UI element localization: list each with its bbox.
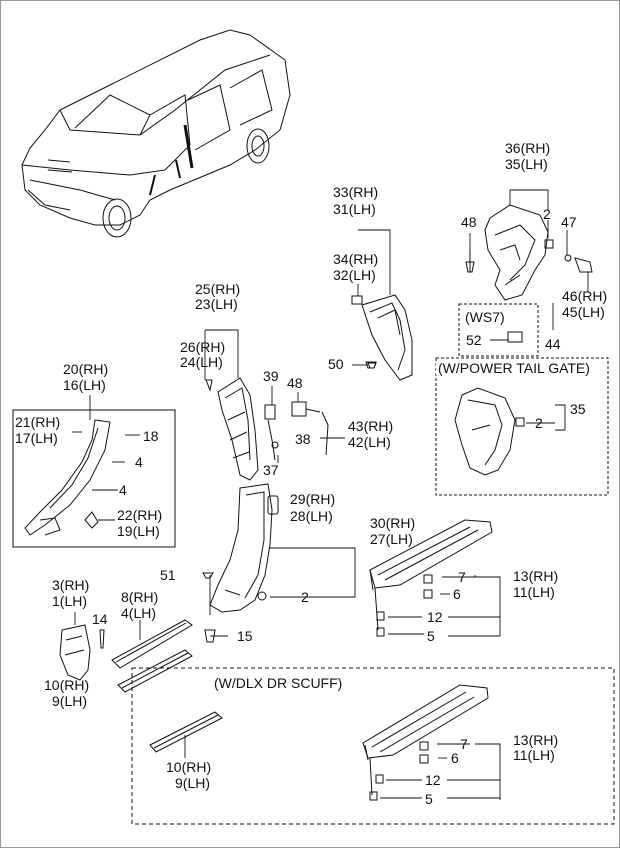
label-35-ptg: 35 [570,401,586,417]
label-4-a: 4 [135,454,143,470]
ws7-title: (WS7) [465,309,505,325]
part-front-scuff [111,619,193,693]
label-9-lower: 9(LH) [175,775,211,791]
dlx-scuff-title: (W/DLX DR SCUFF) [214,675,343,691]
label-51: 51 [160,567,176,583]
label-10-upper: 10(RH) [44,677,90,693]
dlx-scuff-box [131,667,615,825]
label-46: 46(RH) [562,288,608,304]
label-15: 15 [237,628,253,644]
leader-lines-33 [352,229,391,366]
label-1: 1(LH) [52,593,88,609]
label-31: 31(LH) [333,201,376,217]
part-center-pillar-lower [209,483,279,613]
leader-lines-36 [469,189,589,330]
label-39: 39 [263,368,279,384]
label-10-lower: 10(RH) [166,759,212,775]
part-front-pillar-lower [59,624,105,681]
label-50: 50 [328,356,344,372]
leader-lines-25 [204,329,239,380]
label-19: 19(LH) [117,523,160,539]
part-b-pillar-trim [205,377,259,481]
label-3: 3(RH) [52,577,90,593]
label-4-lh: 4(LH) [121,605,157,621]
label-6-lower: 6 [451,750,459,766]
power-tail-gate-box [435,357,609,496]
label-44: 44 [545,336,561,352]
label-2-ptg: 2 [535,415,543,431]
vehicle-illustration [21,29,291,238]
label-36: 36(RH) [505,140,551,156]
label-26: 26(RH) [180,339,226,355]
label-13-lower: 13(RH) [513,732,559,748]
label-22: 22(RH) [117,507,163,523]
label-17: 17(LH) [15,430,58,446]
label-37: 37 [263,462,279,478]
label-12-upper: 12 [427,609,443,625]
label-24: 24(LH) [180,354,223,370]
part-a-pillar-trim [24,419,111,536]
part-dlx-rear-scuff [362,684,489,801]
label-8: 8(RH) [121,589,159,605]
label-30: 30(RH) [370,515,416,531]
label-6-upper: 6 [453,586,461,602]
label-33: 33(RH) [333,184,379,200]
label-52: 52 [466,332,482,348]
label-45: 45(LH) [562,304,605,320]
part-quarter-trim [465,204,593,301]
label-21: 21(RH) [15,414,61,430]
label-20: 20(RH) [63,361,109,377]
power-tail-gate-title: (W/POWER TAIL GATE) [436,360,592,376]
label-47: 47 [561,214,577,230]
label-23: 23(LH) [195,296,238,312]
label-42: 42(LH) [348,434,391,450]
part-52 [507,331,523,343]
part-dlx-front-scuff [149,711,223,753]
label-7-upper: 7 [458,569,466,585]
label-27: 27(LH) [370,531,413,547]
label-35: 35(LH) [505,156,548,172]
label-32: 32(LH) [333,267,376,283]
label-11-lower: 11(LH) [513,747,555,763]
label-38: 38 [295,431,311,447]
label-48-top: 48 [461,214,477,230]
label-4-b: 4 [119,482,127,498]
label-25: 25(RH) [195,281,241,297]
label-12-lower: 12 [425,772,441,788]
label-28: 28(LH) [290,508,333,524]
label-29: 29(RH) [290,491,336,507]
label-2-top: 2 [543,206,551,222]
label-18: 18 [143,428,159,444]
label-13-upper: 13(RH) [513,568,559,584]
part-rear-scuff-plate [369,519,493,637]
label-14: 14 [92,611,108,627]
label-2-center: 2 [301,589,309,605]
label-48-mid: 48 [287,375,303,391]
ws7-box [458,303,539,357]
label-5-upper: 5 [427,628,435,644]
label-43: 43(RH) [348,418,394,434]
a-pillar-box [12,409,176,548]
part-quarter-trim-ptg [454,387,525,476]
label-11-upper: 11(LH) [513,584,555,600]
label-34: 34(RH) [333,251,379,267]
part-c-pillar-trim [351,294,413,381]
label-5-lower: 5 [425,791,433,807]
label-7-lower: 7 [460,736,468,752]
label-16: 16(LH) [63,377,106,393]
part-belt-adjuster [264,401,329,461]
label-9-upper: 9(LH) [52,693,88,709]
